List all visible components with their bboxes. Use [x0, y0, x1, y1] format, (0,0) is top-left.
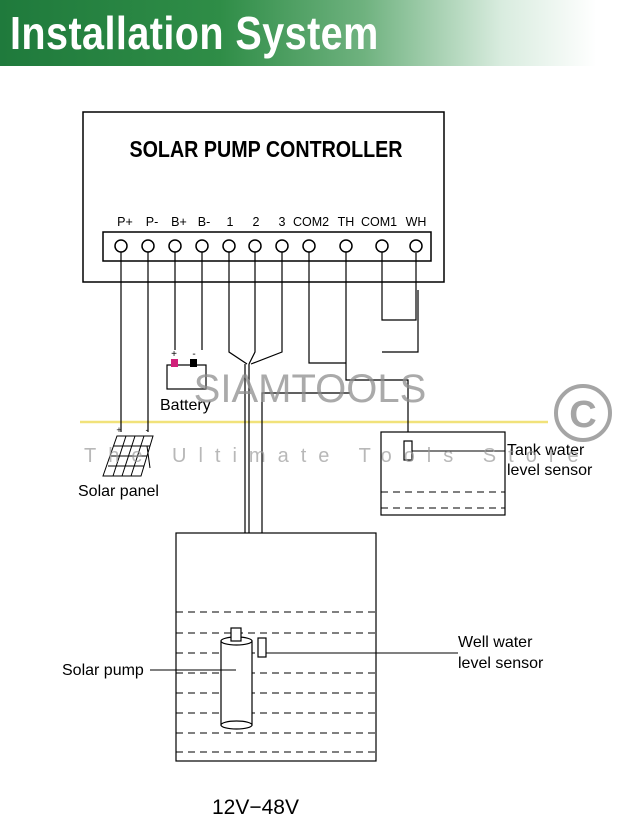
battery: + - [166, 349, 207, 390]
terminal-wh [409, 239, 423, 253]
copyright-letter: C [569, 394, 596, 436]
wire-wh-well [382, 290, 419, 353]
terminal-label-p-minus: P- [146, 215, 159, 229]
solar-panel-minus-sign: - [146, 425, 149, 435]
water-tank [380, 431, 506, 516]
wire-com1 [381, 252, 417, 321]
battery-plus-sign: + [171, 349, 177, 360]
wire-com2 [308, 252, 346, 364]
terminal-3 [275, 239, 289, 253]
pump-label: Solar pump [62, 662, 144, 679]
well [175, 532, 377, 762]
terminal-1 [222, 239, 236, 253]
tank-sensor-label-line1: Tank water [507, 442, 585, 459]
wire-pump-1 [228, 252, 248, 365]
watermark-brand: SIAMTOOLS [194, 367, 427, 411]
terminal-label-com1: COM1 [361, 215, 397, 229]
terminal-b-plus [168, 239, 182, 253]
terminal-label-wh: WH [406, 215, 427, 229]
terminal-th [339, 239, 353, 253]
voltage-label: 12V−48V [212, 796, 299, 819]
wire-pump-3 [250, 252, 283, 365]
battery-minus-sign: - [192, 349, 195, 360]
terminal-label-p-plus: P+ [117, 215, 133, 229]
terminal-com1 [375, 239, 389, 253]
battery-minus-terminal [190, 359, 197, 367]
solar-panel-icon [102, 435, 154, 477]
page-title: Installation System [10, 7, 379, 59]
battery-label: Battery [160, 397, 211, 414]
solar-panel-plus-sign: + [116, 425, 121, 435]
terminal-p-minus [141, 239, 155, 253]
terminal-label-b-plus: B+ [171, 215, 187, 229]
battery-plus-terminal [171, 359, 178, 367]
tank-sensor-label-line2: level sensor [507, 462, 593, 479]
terminal-label-th: TH [338, 215, 355, 229]
terminal-label-1: 1 [227, 215, 234, 229]
terminal-2 [248, 239, 262, 253]
terminal-com2 [302, 239, 316, 253]
terminal-label-com2: COM2 [293, 215, 329, 229]
terminal-label-b-minus: B- [198, 215, 211, 229]
header-banner: Installation System [0, 0, 628, 66]
copyright-icon: C [554, 384, 612, 442]
battery-body [166, 364, 207, 390]
watermark-tagline: The Ultimate Tools Store [84, 445, 591, 467]
wire-th [345, 252, 409, 440]
well-sensor-label-line2: level sensor [458, 655, 544, 672]
controller-title: SOLAR PUMP CONTROLLER [130, 136, 403, 162]
solar-pump [220, 627, 253, 730]
terminal-b-minus [195, 239, 209, 253]
wire-pump-2 [248, 252, 256, 365]
solar-panel-label: Solar panel [78, 483, 159, 500]
terminal-label-2: 2 [253, 215, 260, 229]
well-sensor-label-line1: Well water [458, 634, 533, 651]
well-sensor [257, 637, 267, 658]
terminal-label-3: 3 [279, 215, 286, 229]
terminal-p-plus [114, 239, 128, 253]
